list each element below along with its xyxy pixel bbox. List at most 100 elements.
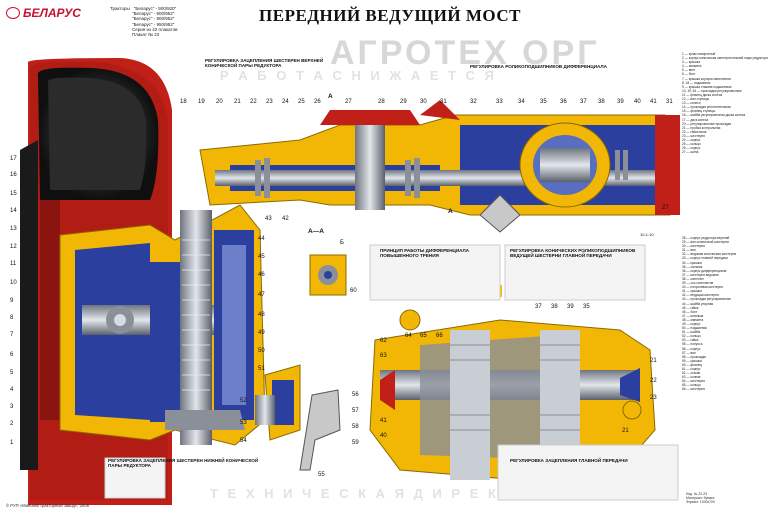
legend-item: 50 — подшипник	[682, 326, 707, 331]
legend-item: 25 — кольцо	[682, 142, 701, 147]
brand-logo: БЕЛАРУС	[6, 6, 81, 20]
callout: 35	[540, 99, 547, 105]
callout: 65	[420, 333, 427, 339]
callout: 28	[378, 99, 385, 105]
callout: 64	[405, 333, 412, 339]
callout: 46	[258, 272, 265, 278]
callout: 25	[298, 99, 305, 105]
legend-item: 62 — стакан	[682, 371, 701, 376]
section-aa-label: A—A	[308, 228, 324, 235]
callout: 21	[622, 428, 629, 434]
callout: 45	[258, 254, 265, 260]
callout: 39	[567, 304, 574, 310]
legend-item: 59 — крышка	[682, 358, 702, 363]
callout: 3	[10, 404, 14, 410]
callout: 7	[10, 332, 14, 338]
legend-item: 46 — болт	[682, 309, 698, 314]
callout: 27	[345, 99, 352, 105]
legend-item: 10, 19, 54 — прокладки регулировочные	[682, 88, 742, 93]
tractor-logo-icon	[6, 7, 20, 19]
legend-item: 45 — гайка	[682, 305, 699, 310]
callout: 54	[240, 438, 247, 444]
legend-item: 12 — вал ступицы	[682, 97, 709, 102]
callout: 34	[518, 99, 525, 105]
lower-reducer-detail	[255, 364, 341, 471]
legend-item: 47 — шпилька	[682, 313, 704, 318]
legend-item: 22 — гайка вала	[682, 129, 707, 134]
legend-item: 14 — прокладка уплотнительная	[682, 105, 731, 110]
print-info-line: Формат: 1000x700	[686, 500, 715, 505]
legend-item: 37 — шестерня ведомая	[682, 272, 719, 277]
print-info-line: Изд. № 22-23	[686, 492, 708, 496]
callout: 22	[650, 378, 657, 384]
legend-item: 57 — вал	[682, 350, 696, 355]
legend-item: 58 — прокладки	[682, 354, 706, 359]
callout: 41	[380, 418, 387, 424]
callout: 49	[258, 330, 265, 336]
legend-item: 15 — фланец ступицы	[682, 109, 716, 114]
legend-item: 43 — прокладки регулировочные	[682, 297, 732, 302]
callout: 37	[580, 99, 587, 105]
callout: 60	[350, 288, 357, 294]
legend-item: 55 — полуось	[682, 342, 703, 347]
model-item: "Беларус" - 900/952"	[132, 16, 175, 22]
parts-legend-2: 28 — корпус редуктора верхний 29 — вал к…	[682, 236, 778, 392]
callout: 14	[10, 208, 17, 214]
caption-upper-bevel: РЕГУЛИРОВКА ЗАЦЕПЛЕНИЯ ШЕСТЕРЕН ВЕРХНЕЙ …	[205, 58, 324, 69]
callout: 17	[10, 156, 17, 162]
scale-label: 10-1:10	[640, 232, 654, 237]
legend-item: 48 — манжета	[682, 317, 704, 322]
callout: 58	[352, 424, 359, 430]
callout: 13	[10, 226, 17, 232]
legend-item: 6 — болт	[682, 72, 696, 77]
legend-item: 26 — корпус	[682, 146, 701, 151]
callout: 62	[380, 338, 387, 344]
legend-item: 30 — шестерня	[682, 244, 705, 249]
legend-item: 65 — кольцо	[682, 383, 701, 388]
callout: 55	[318, 472, 325, 478]
callout: 50	[258, 348, 265, 354]
legend-item: 64 — шестерня	[682, 379, 705, 384]
legend-item: 9 — крышка стакана подшипника	[682, 84, 732, 89]
callout: 35	[583, 304, 590, 310]
legend-item: 63 — колпак	[682, 375, 701, 380]
legend-item: 42 — ведущая шестерня	[682, 293, 719, 298]
callout: 21	[650, 358, 657, 364]
legend-item: 60 — фланец	[682, 362, 703, 367]
legend-item: 44 — шайба упорная	[682, 301, 714, 306]
legend-item: 49 — корпус	[682, 321, 701, 326]
callout: 16	[10, 172, 17, 178]
legend-item: 11 — фланец диска колеса	[682, 92, 723, 97]
callout: 53	[240, 420, 247, 426]
section-aa-detail	[309, 254, 347, 296]
legend-item: 32 — ведомая коническая шестерня	[682, 252, 737, 257]
callout: 47	[258, 292, 265, 298]
legend-item: 17 — диск колеса	[682, 117, 709, 122]
caption-panel-bg	[104, 457, 166, 499]
model-item: "Беларус" - 900/920"	[133, 6, 177, 11]
callout: 31	[440, 99, 447, 105]
legend-item: 16 — шайба регулировочная диска колеса	[682, 113, 746, 118]
callout: 27	[662, 205, 669, 211]
model-item: "Беларус" - 900/952"	[132, 11, 175, 17]
legend-item: 28 — корпус редуктора верхний	[682, 236, 730, 240]
callout: 9	[10, 298, 14, 304]
callout: 24	[282, 99, 289, 105]
callout: 41	[650, 99, 657, 105]
caption-lower-bevel: РЕГУЛИРОВКА ЗАЦЕПЛЕНИЯ ШЕСТЕРЕН НИЖНЕЙ К…	[108, 458, 259, 469]
print-info-line: Материал: бумага	[686, 496, 715, 501]
callout: 63	[380, 353, 387, 359]
callout: 19	[198, 99, 205, 105]
callout: 57	[352, 408, 359, 414]
watermark-bottom: Т Е Х Н И Ч Е С К А Я Д И Р Е К Т О Р И …	[210, 486, 593, 501]
callout: 48	[258, 312, 265, 318]
copyright: © РУП «Минский тракторный завод», 2008	[6, 503, 89, 508]
model-item: "Беларус" - 950/952"	[132, 21, 175, 27]
callout: 26	[314, 99, 321, 105]
caption-diff-bearings: РЕГУЛИРОВКА РОЛИКОПОДШИПНИКОВ ДИФФЕРЕНЦИ…	[470, 64, 607, 69]
callout: 21	[234, 99, 241, 105]
caption-pinion-bearings: РЕГУЛИРОВКА КОНИЧЕСКИХ РОЛИКОПОДШИПНИКОВ…	[510, 248, 636, 259]
caption-panel-bg-mid2	[504, 244, 646, 301]
model-list: Тракторы"Беларус" - 900/920" "Беларус" -…	[110, 6, 177, 37]
